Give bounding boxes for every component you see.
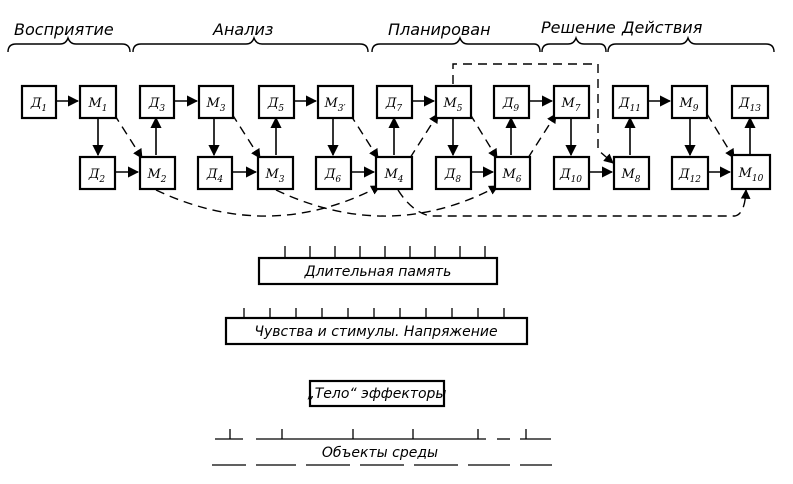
svg-text:Д8: Д8 <box>444 167 462 185</box>
node-m1: M1 <box>78 84 118 120</box>
stage-label-analysis: Анализ <box>212 20 273 39</box>
dashed-m9-m10 <box>706 113 735 159</box>
stage-label-planning: Планирован <box>388 20 491 39</box>
dashed-path-m4-m10 <box>397 189 751 217</box>
dashed-m5-m6 <box>469 113 498 159</box>
dashed-m3top-m3bot <box>231 113 261 159</box>
feelings-bar: Чувства и стимулы. Напряжение <box>224 308 529 346</box>
long-memory-bar: Длительная память <box>257 246 499 286</box>
dashed-m4-m5 <box>409 113 439 159</box>
svg-text:Д2: Д2 <box>88 167 106 185</box>
node-d10: Д10 <box>552 155 591 191</box>
node-m7: M7 <box>552 84 591 120</box>
node-d2: Д2 <box>78 155 117 191</box>
dashed-m6-m7 <box>527 113 557 159</box>
feelings-ticks <box>243 308 505 318</box>
long-memory-ticks <box>284 246 486 258</box>
environment-label: Объекты среды <box>322 445 438 461</box>
feelings-label: Чувства и стимулы. Напряжение <box>254 324 497 340</box>
stage-label-actions: Действия <box>621 18 703 37</box>
node-m8: M8 <box>612 155 651 191</box>
node-d9: Д9 <box>492 84 531 120</box>
dashed-m1-m2 <box>113 113 143 159</box>
node-d11: Д11 <box>611 84 650 120</box>
dashed-curve-m2-m4 <box>155 185 381 217</box>
svg-text:Д4: Д4 <box>206 167 224 185</box>
node-m6: M6 <box>493 155 532 191</box>
node-m4: M4 <box>374 155 414 191</box>
dashed-m3prime-m4 <box>349 113 379 159</box>
node-d6: Д6 <box>314 155 353 191</box>
node-m2: M2 <box>138 155 177 191</box>
svg-text:M3: M3 <box>264 167 284 185</box>
svg-text:Д10: Д10 <box>559 167 582 185</box>
dashed-path-m5-m8 <box>452 63 614 164</box>
svg-text:M3: M3 <box>205 96 225 114</box>
svg-text:Д13: Д13 <box>738 96 761 114</box>
nodes: Д1 M1 Д2 M2 Д3 M3 Д4 M3 Д5 M3′ Д6 M4 Д7 … <box>20 84 772 191</box>
node-d1: Д1 <box>20 84 58 120</box>
dashed-curve-m3bot-m6 <box>275 185 499 217</box>
environment-top-dashes <box>215 429 551 440</box>
svg-text:M2: M2 <box>146 167 166 185</box>
svg-text:M9: M9 <box>678 96 698 114</box>
svg-text:Д9: Д9 <box>502 96 520 114</box>
svg-text:Д12: Д12 <box>678 167 701 185</box>
long-memory-label: Длительная память <box>304 264 452 280</box>
body-effectors-bar: „Тело“ эффекторы <box>308 379 447 408</box>
svg-text:M4: M4 <box>383 167 403 185</box>
node-m3-prime: M3′ <box>316 84 355 120</box>
stage-label-decision: Решение <box>541 18 616 37</box>
svg-text:Д11: Д11 <box>618 96 641 114</box>
node-m9: M9 <box>670 84 709 120</box>
brace-perception <box>7 35 131 53</box>
node-d3: Д3 <box>138 84 176 120</box>
stage-braces <box>7 35 775 53</box>
node-m5: M5 <box>434 84 473 120</box>
node-d4: Д4 <box>196 155 234 191</box>
node-d8: Д8 <box>434 155 473 191</box>
stage-label-perception: Восприятие <box>14 20 114 39</box>
node-m10: M10 <box>730 153 772 191</box>
environment-objects: Объекты среды <box>212 429 552 466</box>
svg-text:Д6: Д6 <box>324 167 342 185</box>
svg-text:M10: M10 <box>738 166 764 184</box>
svg-text:Д1: Д1 <box>30 96 47 114</box>
node-d12: Д12 <box>670 155 710 191</box>
svg-text:M6: M6 <box>501 167 521 185</box>
node-d7: Д7 <box>375 84 414 120</box>
node-d13: Д13 <box>730 84 770 120</box>
brace-actions <box>607 35 775 53</box>
svg-text:Д5: Д5 <box>267 96 285 114</box>
node-m3-top: M3 <box>197 84 235 120</box>
svg-text:M7: M7 <box>560 96 580 114</box>
brace-analysis <box>132 35 369 53</box>
svg-text:M1: M1 <box>87 96 107 114</box>
svg-text:M3′: M3′ <box>323 96 345 114</box>
connections <box>56 63 756 217</box>
body-effectors-label: „Тело“ эффекторы <box>308 386 447 402</box>
svg-text:Д3: Д3 <box>148 96 166 114</box>
node-d5: Д5 <box>257 84 296 120</box>
svg-text:M5: M5 <box>442 96 462 114</box>
svg-text:Д7: Д7 <box>385 96 403 114</box>
svg-text:M8: M8 <box>620 167 640 185</box>
brace-planning <box>371 35 541 53</box>
node-m3-bottom: M3 <box>256 155 295 191</box>
brace-decision <box>541 35 607 53</box>
stage-labels: Восприятие Анализ Планирован Решение Дей… <box>14 18 703 39</box>
